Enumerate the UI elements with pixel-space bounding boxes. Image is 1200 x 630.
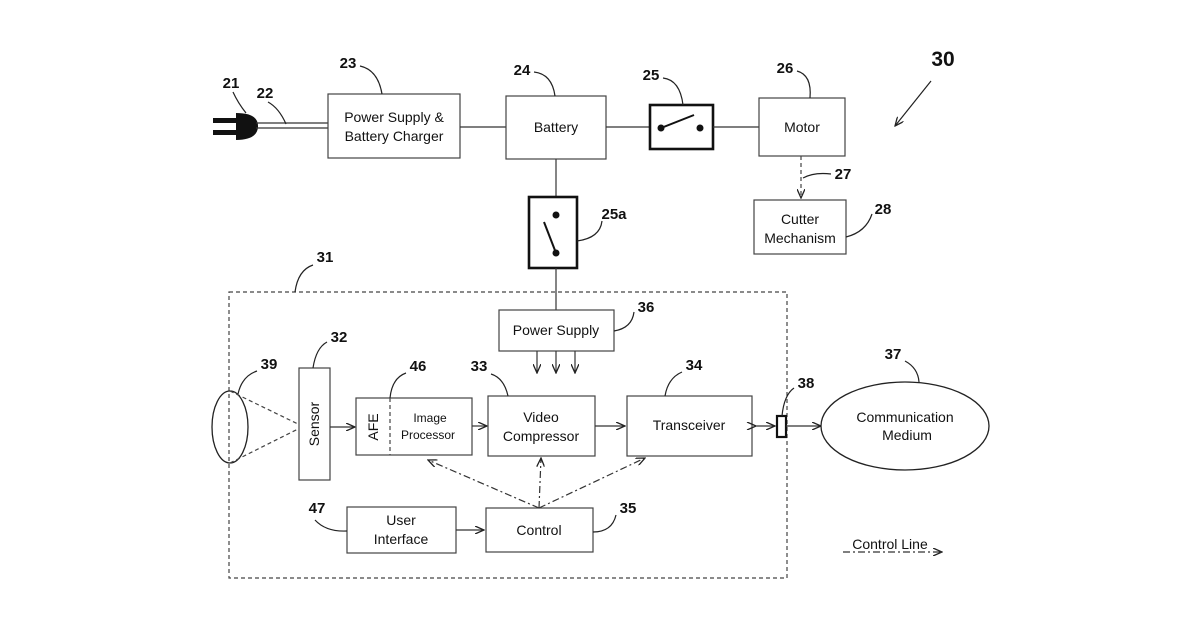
charger-block: Power Supply & Battery Charger <box>328 94 460 158</box>
ref-37: 37 <box>885 346 902 363</box>
cutter-label-line2: Mechanism <box>764 230 836 246</box>
motor-label: Motor <box>784 119 820 135</box>
image-processor-block: AFE Image Processor <box>356 398 472 455</box>
ref-46: 46 <box>410 358 427 375</box>
switch-contact <box>553 212 560 219</box>
user-interface-block: User Interface <box>347 507 456 553</box>
charger-label-line2: Battery Charger <box>345 128 444 144</box>
ref-31: 31 <box>317 249 334 266</box>
user-interface-label-line1: User <box>386 512 416 528</box>
figure-number: 30 <box>895 48 955 126</box>
image-processor-label-line2: Processor <box>401 428 455 442</box>
video-compressor-label-line2: Compressor <box>503 428 580 444</box>
ref-47: 47 <box>309 500 326 517</box>
ref-21: 21 <box>223 75 240 92</box>
power-supply-label: Power Supply <box>513 322 599 338</box>
afe-label: AFE <box>365 413 381 440</box>
lens-icon <box>212 391 300 463</box>
ref-28: 28 <box>875 201 892 218</box>
ref-32: 32 <box>331 329 348 346</box>
control-block: Control <box>486 508 593 552</box>
power-supply-block: Power Supply <box>499 310 614 351</box>
power-cord <box>256 123 328 128</box>
video-compressor-block: Video Compressor <box>488 396 595 456</box>
control-lines <box>428 458 645 508</box>
communication-medium: Communication Medium <box>821 382 989 470</box>
ref-35: 35 <box>620 500 637 517</box>
cutter-block: Cutter Mechanism <box>754 200 846 254</box>
image-processor-label-line1: Image <box>413 411 447 425</box>
ref-34: 34 <box>686 357 703 374</box>
transceiver-label: Transceiver <box>653 417 726 433</box>
ref-23: 23 <box>340 55 357 72</box>
ref-38: 38 <box>798 375 815 392</box>
ref-39: 39 <box>261 356 278 373</box>
power-outputs <box>537 351 575 373</box>
communication-medium-label-line2: Medium <box>882 427 932 443</box>
switch-25a <box>529 197 577 268</box>
ref-26: 26 <box>777 60 794 77</box>
ref-27: 27 <box>835 166 852 183</box>
battery-label: Battery <box>534 119 578 135</box>
ref-22: 22 <box>257 85 274 102</box>
control-line-legend-label: Control Line <box>852 536 928 552</box>
switch-contact <box>697 125 704 132</box>
power-plug-icon <box>213 113 258 140</box>
charger-label-line1: Power Supply & <box>344 109 444 125</box>
figure-number-label: 30 <box>931 48 954 71</box>
user-interface-label-line2: Interface <box>374 531 429 547</box>
ref-25a: 25a <box>601 206 627 223</box>
ref-36: 36 <box>638 299 655 316</box>
cutter-label-line1: Cutter <box>781 211 819 227</box>
video-compressor-label-line1: Video <box>523 409 559 425</box>
ref-33: 33 <box>471 358 488 375</box>
battery-block: Battery <box>506 96 606 159</box>
switch-25 <box>650 105 713 149</box>
ref-24: 24 <box>514 62 531 79</box>
sensor-label: Sensor <box>306 401 322 446</box>
control-label: Control <box>516 522 561 538</box>
sensor-block: Sensor <box>299 368 330 480</box>
control-line-legend: Control Line <box>843 536 942 552</box>
communication-medium-label-line1: Communication <box>856 409 953 425</box>
connector-38 <box>777 416 786 437</box>
transceiver-block: Transceiver <box>627 396 752 456</box>
ref-25: 25 <box>643 67 660 84</box>
motor-block: Motor <box>759 98 845 156</box>
